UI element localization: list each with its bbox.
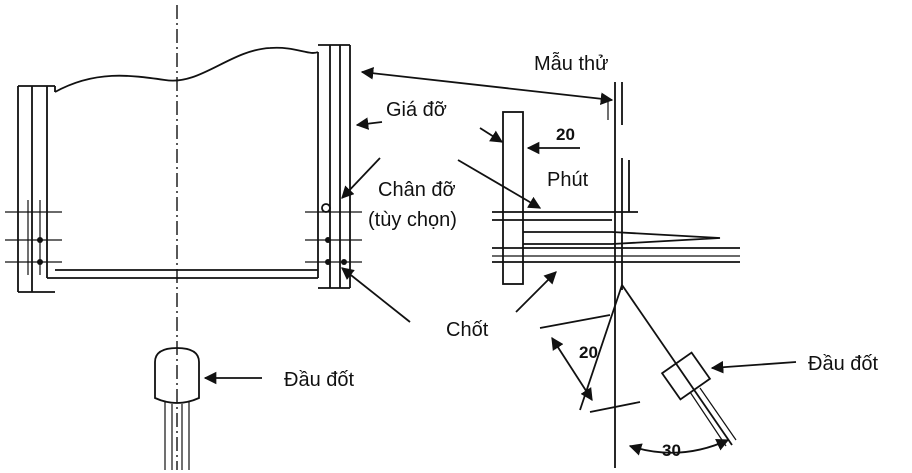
leader-lines [341, 67, 614, 323]
dimension-angle: 30 [628, 438, 730, 460]
burner-left [154, 347, 262, 470]
dimension-angle-value: 30 [662, 441, 681, 460]
label-burner-right: Đầu đốt [808, 353, 878, 375]
holder-assembly [492, 82, 740, 468]
label-support-foot: Chân đỡ [378, 179, 456, 201]
label-minute: Phút [547, 169, 589, 191]
label-optional: (tùy chọn) [368, 209, 457, 231]
label-specimen: Mẫu thử [534, 52, 609, 75]
chamber [5, 44, 362, 293]
label-pin: Chốt [446, 319, 489, 341]
dimension-top-value: 20 [556, 125, 575, 144]
dimension-top: 20 [526, 125, 580, 155]
dimension-angled: 20 [539, 314, 641, 413]
label-holder: Giá đỡ [386, 99, 447, 121]
dimension-angled-value: 20 [579, 343, 598, 362]
burner-right [579, 284, 797, 447]
label-burner-left: Đầu đốt [284, 369, 354, 391]
